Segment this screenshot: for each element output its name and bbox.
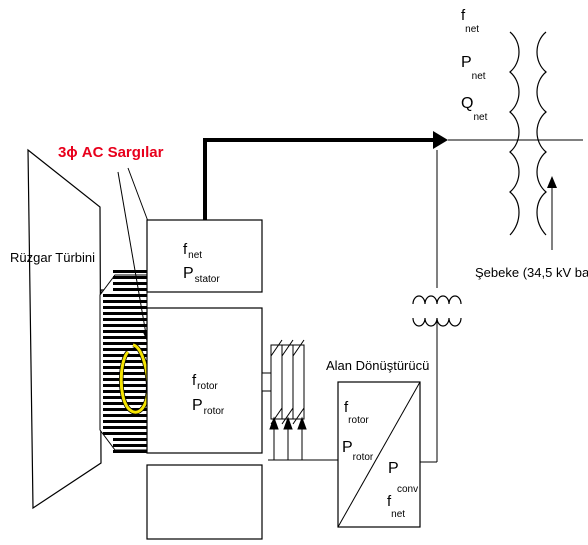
stator-f: fnet — [183, 241, 202, 261]
rotor-core-stripe — [103, 426, 147, 429]
stator-box — [146, 219, 263, 293]
rotor-coil-yellow — [119, 343, 150, 414]
grid-f: fnet — [461, 7, 479, 35]
rotor-core-stripe — [103, 432, 147, 435]
turbine-label: Rüzgar Türbini — [10, 250, 95, 265]
converter-f-net: fnet — [387, 493, 405, 520]
grid-pointer-arrow — [547, 176, 557, 250]
rotor-core-stripe — [113, 288, 147, 291]
rotor-core-stripe — [103, 336, 147, 339]
converter-f-rotor: frotor — [344, 399, 369, 426]
grid-busbar — [509, 31, 547, 236]
rotor-core-stripe — [113, 444, 147, 447]
rotor-core-stripe — [103, 378, 147, 381]
rotor-core-stripe — [103, 318, 147, 321]
rotor-core-stripe — [103, 312, 147, 315]
rotor-core-stripe — [103, 294, 147, 297]
stator-p: Pstator — [183, 265, 220, 285]
rotor-box — [146, 307, 263, 454]
rotor-core-stripe — [113, 450, 147, 453]
rotor-core-stripe — [103, 372, 147, 375]
rotor-core-stripe — [103, 420, 147, 423]
stator-grid-line — [203, 131, 448, 220]
grid-label: Şebeke (34,5 kV bara) — [475, 265, 588, 280]
rotor-core-stripe — [103, 342, 147, 345]
converter-p-rotor: Protor — [342, 439, 374, 463]
rotor-core-stripe — [103, 330, 147, 333]
rotor-core-stripe — [103, 324, 147, 327]
brush-arrows — [269, 416, 307, 460]
transformer-icon — [412, 295, 462, 327]
rotor-core-stripe — [113, 282, 147, 285]
rotor-p: Protor — [192, 397, 225, 417]
rotor-core-stripe — [103, 408, 147, 411]
rotor-f: frotor — [192, 372, 218, 392]
rotor-core-stripe — [103, 384, 147, 387]
rotor-core-stripe — [103, 348, 147, 351]
converter-p-conv: P — [388, 460, 399, 477]
turbine-rotor-shape — [27, 148, 102, 510]
slip-rings — [270, 339, 305, 425]
converter-p-conv-sub: conv — [397, 484, 418, 495]
converter-label: Alan Dönüştürücü — [326, 358, 429, 373]
rotor-core-stripe — [103, 300, 147, 303]
grid-p: Pnet — [461, 54, 486, 82]
rotor-core-stripe — [113, 438, 147, 441]
rotor-winding-coil — [119, 342, 151, 415]
rotor-core-stripe — [103, 414, 147, 417]
rotor-core-stripe — [113, 270, 147, 273]
bottom-box — [146, 464, 263, 540]
rotor-core-stripe — [103, 366, 147, 369]
arrow-head-icon — [433, 131, 448, 149]
rotor-core-stripe — [103, 390, 147, 393]
rotor-core-stripe — [103, 306, 147, 309]
converter-diagonal — [337, 381, 421, 528]
grid-q: Qnet — [461, 95, 488, 123]
rotor-core-stripe — [113, 276, 147, 279]
windings-label: 3ϕ AC Sargılar — [58, 144, 164, 161]
